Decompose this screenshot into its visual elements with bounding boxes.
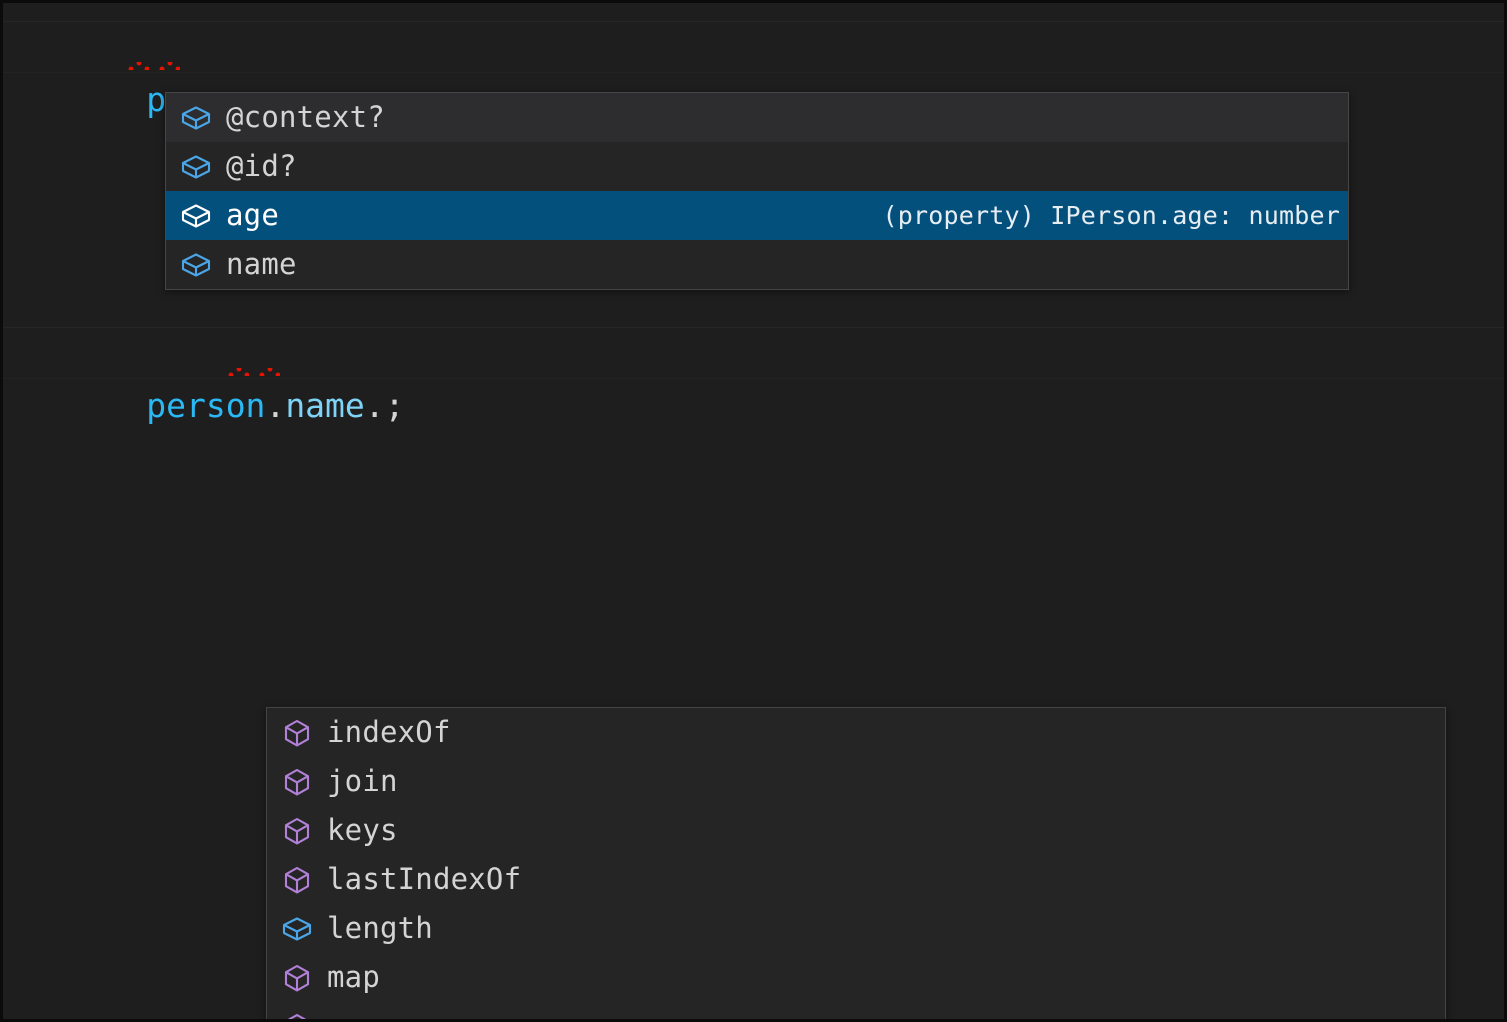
method-cube-icon	[286, 1013, 308, 1019]
editor-block-1: person.; @context? @id? age (property) IPer…	[3, 21, 1504, 290]
suggest-item-label: join	[327, 764, 398, 798]
suggest-item[interactable]: join	[267, 757, 1445, 806]
method-cube-icon	[284, 817, 310, 844]
error-squiggle-2	[158, 62, 180, 70]
code-dot-2a: .	[265, 386, 286, 425]
suggest-item-label: lastIndexOf	[327, 862, 522, 896]
property-cube-icon	[181, 105, 211, 130]
suggest-item-label: @context?	[226, 100, 385, 134]
suggest-item-label: name	[226, 247, 297, 281]
suggest-widget-2[interactable]: indexOfjoinkeyslastIndexOflengthmappoppu…	[266, 707, 1446, 1020]
error-squiggle-4	[258, 368, 280, 376]
suggest-item[interactable]: @id?	[166, 142, 1348, 191]
suggest-item[interactable]: length	[267, 904, 1445, 953]
error-squiggle-3	[227, 368, 249, 376]
suggest-list-2: indexOfjoinkeyslastIndexOflengthmappoppu…	[267, 708, 1445, 1020]
suggest-widget-1[interactable]: @context? @id? age (property) IPerson.age: …	[165, 92, 1349, 290]
suggest-list-1: @context? @id? age (property) IPerson.age: …	[166, 93, 1348, 289]
suggest-item-label: @id?	[226, 149, 297, 183]
suggest-item[interactable]: age (property) IPerson.age: number	[166, 191, 1348, 240]
code-dot-2b: .	[364, 386, 385, 425]
suggest-item-label: age	[226, 198, 279, 232]
suggest-item[interactable]: @context?	[166, 93, 1348, 142]
editor-block-2: person.name.; indexOf join keys lastIndexOf…	[3, 327, 1504, 1019]
suggest-item-label: pop	[327, 1012, 380, 1020]
method-cube-icon	[284, 719, 310, 746]
suggest-item[interactable]: keys	[267, 806, 1445, 855]
suggest-item[interactable]: map	[267, 953, 1445, 1002]
suggest-item[interactable]: name	[166, 240, 1348, 289]
code-semicolon-2: ;	[384, 386, 405, 425]
error-squiggle-1	[127, 62, 149, 70]
suggest-item-detail: (property) IPerson.age: number	[882, 201, 1340, 230]
suggest-item[interactable]: lastIndexOf	[267, 855, 1445, 904]
method-cube-icon	[284, 866, 310, 893]
suggest-item[interactable]: indexOf	[267, 708, 1445, 757]
code-identifier-2: person	[146, 386, 266, 425]
suggest-item[interactable]: pop	[267, 1002, 1445, 1020]
property-cube-icon	[181, 203, 211, 228]
method-cube-icon	[284, 964, 310, 991]
property-cube-icon	[181, 252, 211, 277]
suggest-item-label: map	[327, 960, 380, 994]
property-cube-icon	[282, 916, 312, 941]
code-line-1[interactable]: person.;	[3, 21, 1504, 119]
method-cube-icon	[284, 768, 310, 795]
code-member-2: name	[285, 386, 365, 425]
suggest-item-label: keys	[327, 813, 398, 847]
suggest-item-label: length	[327, 911, 433, 945]
suggest-item-label: indexOf	[327, 715, 451, 749]
code-line-2[interactable]: person.name.;	[3, 327, 1504, 425]
property-cube-icon	[181, 154, 211, 179]
